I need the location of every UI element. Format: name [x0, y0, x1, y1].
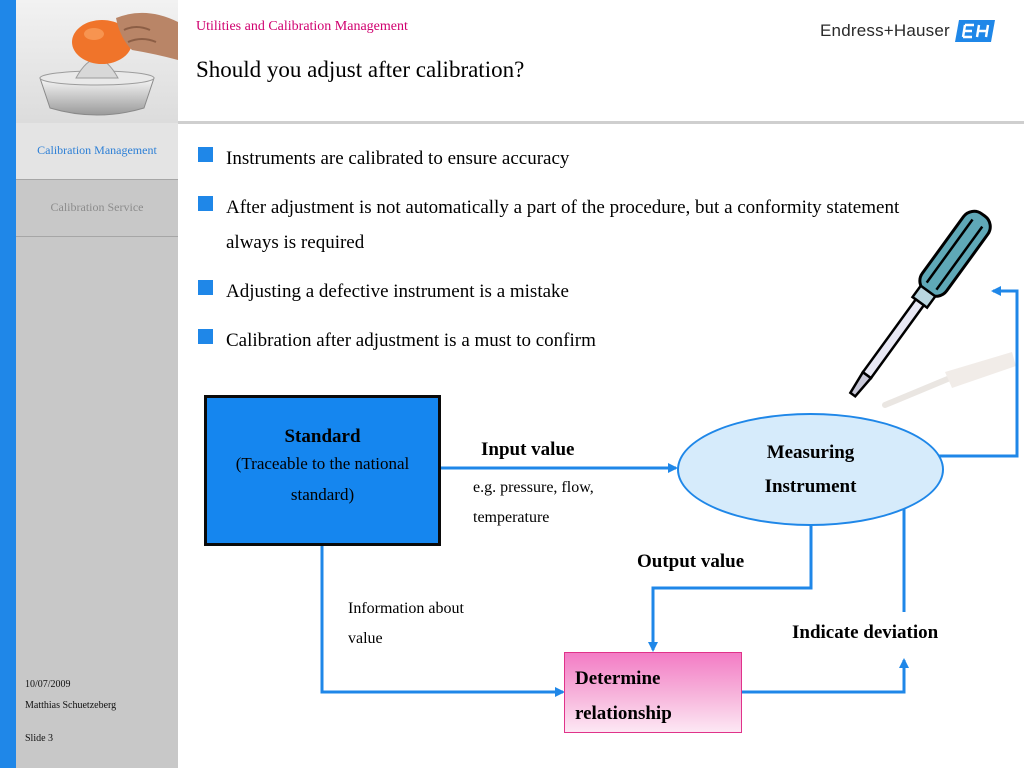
measuring-instrument-label: Measuring Instrument	[764, 442, 857, 497]
sidebar-item-label: Calibration Service	[50, 200, 144, 214]
header-divider	[178, 121, 1024, 124]
bullet-square-icon	[198, 280, 213, 295]
bullet-text: After adjustment is not automatically a …	[226, 197, 900, 253]
bullet-text: Adjusting a defective instrument is a mi…	[226, 281, 569, 302]
slide-author: Matthias Schuetzeberg	[25, 700, 117, 711]
orange-juicer-image	[16, 0, 178, 123]
output-value-label: Output value	[637, 551, 745, 572]
screwdriver-icon	[848, 209, 992, 399]
indicate-deviation-label: Indicate deviation	[792, 622, 939, 643]
page-title: Should you adjust after calibration?	[196, 57, 525, 82]
sidebar-item-label: Calibration Management	[37, 143, 157, 157]
input-example-label: e.g. pressure, flow, temperature	[473, 479, 594, 526]
output-value-arrow	[648, 526, 813, 652]
left-accent-strip	[0, 0, 16, 768]
bullet-text: Calibration after adjustment is a must t…	[226, 330, 596, 351]
standard-box: Standard (Traceable to the national stan…	[204, 395, 441, 546]
bullet-square-icon	[198, 329, 213, 344]
standard-subtitle: (Traceable to the national standard)	[235, 454, 410, 504]
measuring-instrument-node: Measuring Instrument	[677, 413, 944, 526]
determine-relationship-label: Determine relationship	[575, 668, 672, 724]
logo-text: Endress+Hauser	[820, 21, 950, 40]
eh-logo-icon	[955, 20, 995, 42]
determine-relationship-box: Determine relationship	[564, 652, 742, 733]
standard-title: Standard	[284, 426, 361, 447]
bullet-item: Calibration after adjustment is a must t…	[198, 323, 918, 358]
sidebar: Calibration Management Calibration Servi…	[16, 123, 178, 768]
slide-date: 10/07/2009	[25, 679, 71, 690]
bullet-list: Instruments are calibrated to ensure acc…	[198, 141, 918, 372]
bullet-item: After adjustment is not automatically a …	[198, 190, 918, 260]
input-value-label: Input value	[481, 439, 575, 460]
bullet-square-icon	[198, 196, 213, 211]
screwdriver-shadow-icon	[882, 352, 1016, 408]
information-about-value-label: Information about value	[348, 600, 464, 647]
bullet-item: Instruments are calibrated to ensure acc…	[198, 141, 918, 176]
bullet-text: Instruments are calibrated to ensure acc…	[226, 148, 570, 169]
deviation-arrow	[742, 658, 909, 694]
bullet-item: Adjusting a defective instrument is a mi…	[198, 274, 918, 309]
header-subtitle: Utilities and Calibration Management	[196, 19, 408, 34]
sidebar-item-calibration-service[interactable]: Calibration Service	[16, 180, 178, 237]
header-photo	[16, 0, 178, 123]
company-logo: Endress+Hauser	[820, 18, 1000, 48]
bullet-square-icon	[198, 147, 213, 162]
information-arrow	[320, 546, 565, 697]
sidebar-item-calibration-management[interactable]: Calibration Management	[16, 123, 178, 180]
slide-number: Slide 3	[25, 733, 54, 744]
